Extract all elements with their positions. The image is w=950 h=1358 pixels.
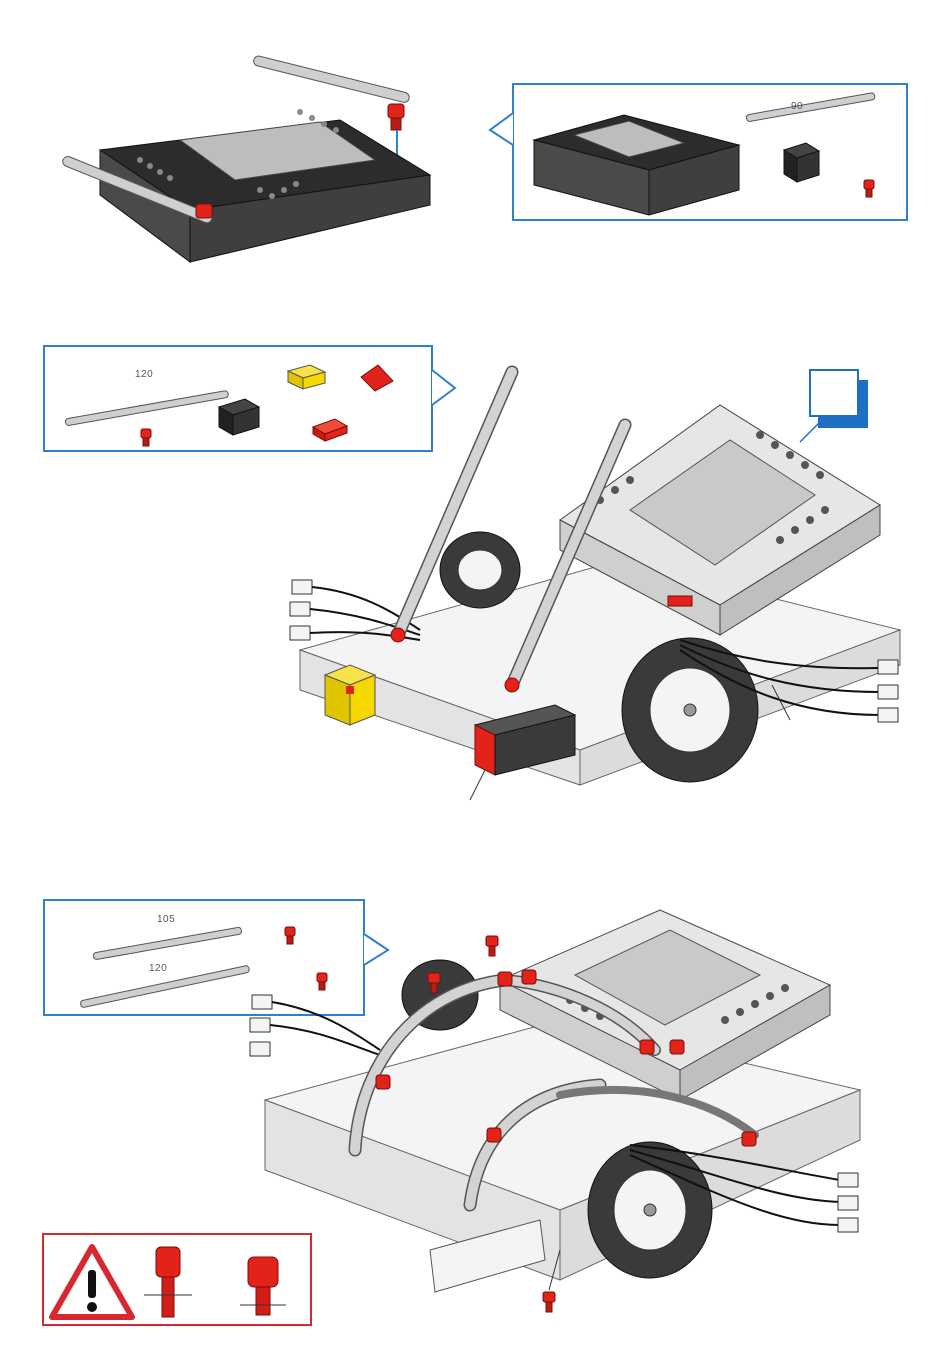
rear-wheel [440, 532, 520, 608]
warning-triangle-icon [52, 1247, 132, 1317]
warning-box-art [44, 1235, 314, 1328]
chassis [300, 560, 900, 785]
step-3-assembly: 105 120 [0, 880, 950, 1358]
step-2-illustration [0, 330, 950, 830]
warning-box [42, 1233, 312, 1326]
motor-connectors-left [250, 995, 380, 1056]
callout-pointer-step-1 [0, 0, 950, 300]
front-wheel [622, 638, 758, 782]
step-1-assembly: 90 [0, 0, 950, 300]
peg-correct-icon [240, 1257, 286, 1315]
front-wheel [588, 1142, 712, 1278]
sub-step-badge [800, 370, 868, 442]
step-2-assembly: 120 [0, 330, 950, 830]
yellow-block-mounted [325, 665, 375, 725]
peg-incorrect-icon [144, 1247, 192, 1317]
